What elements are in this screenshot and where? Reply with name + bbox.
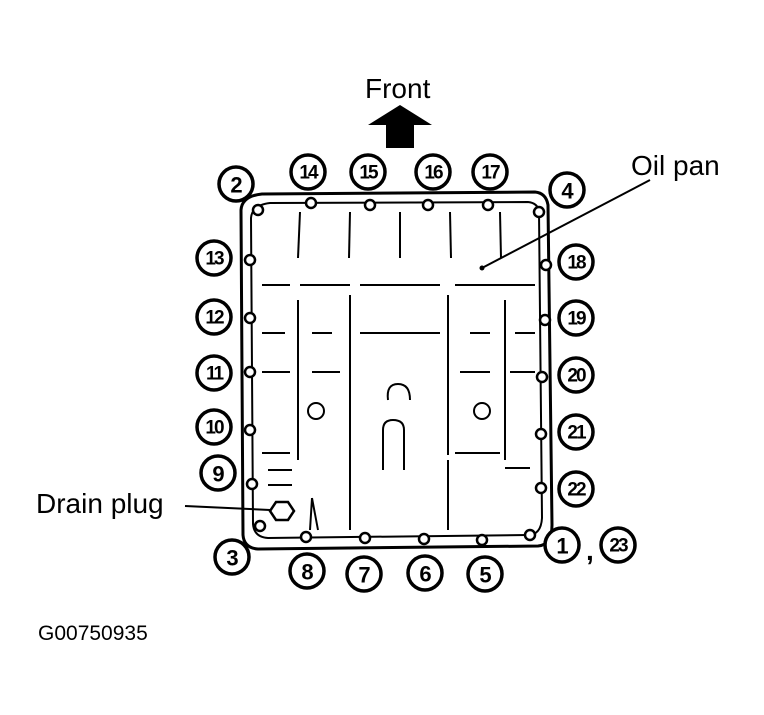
bolt-callout-20: 20 xyxy=(557,356,595,394)
drain-plug-label: Drain plug xyxy=(36,488,164,519)
svg-text:20: 20 xyxy=(567,366,586,387)
bolt-hole-18 xyxy=(539,258,553,272)
svg-text:11: 11 xyxy=(206,364,225,385)
bolt-hole-9 xyxy=(245,477,259,491)
bolt-hole-6 xyxy=(417,532,431,546)
bolt-callout-6: 6 xyxy=(406,554,444,592)
bolt-callout-9: 9 xyxy=(199,454,237,492)
bolt-callout-12: 12 xyxy=(195,298,233,336)
bolt-callout-8: 8 xyxy=(288,552,326,590)
bolt-hole-22 xyxy=(534,481,548,495)
svg-text:8: 8 xyxy=(301,560,313,585)
svg-text:22: 22 xyxy=(567,480,586,501)
oil-pan-ribs xyxy=(262,211,535,531)
bolt-hole-7 xyxy=(358,531,372,545)
bolt-holes xyxy=(243,196,553,547)
bolt-callout-7: 7 xyxy=(345,555,383,593)
svg-text:12: 12 xyxy=(205,308,224,329)
bolt-hole-12 xyxy=(243,311,257,325)
svg-text:19: 19 xyxy=(567,309,586,330)
svg-text:23: 23 xyxy=(609,536,628,557)
bolt-hole-5 xyxy=(475,533,489,547)
figure-code: G00750935 xyxy=(38,622,148,645)
bolt-hole-11 xyxy=(243,365,257,379)
bolt-hole-19 xyxy=(538,313,552,327)
svg-text:6: 6 xyxy=(419,562,431,587)
oil-pan-label: Oil pan xyxy=(631,150,720,181)
oil-pan-outline xyxy=(239,190,554,551)
bolt-hole-17 xyxy=(481,198,495,212)
svg-text:5: 5 xyxy=(479,563,491,588)
bolt-hole-2 xyxy=(251,203,265,217)
svg-text:17: 17 xyxy=(481,163,500,184)
bolt-callout-1: 1 xyxy=(543,526,581,564)
bolt-callouts: 2 14 15 16 17 4 13 12 11 10 9 3 8 7 6 5 … xyxy=(195,153,637,593)
bolt-hole-3 xyxy=(253,519,267,533)
svg-text:9: 9 xyxy=(212,462,224,487)
svg-text:16: 16 xyxy=(424,163,443,184)
bolt-callout-4: 4 xyxy=(548,171,586,209)
bolt-callout-18: 18 xyxy=(557,243,595,281)
bolt-hole-21 xyxy=(534,427,548,441)
drain-plug-leader xyxy=(184,505,271,511)
svg-text:21: 21 xyxy=(567,423,587,444)
bolt-hole-13 xyxy=(243,253,257,267)
bolt-callout-10: 10 xyxy=(195,408,233,446)
bolt-callout-11: 11 xyxy=(195,354,233,392)
svg-text:10: 10 xyxy=(205,418,224,439)
bolt-callout-23: 23 xyxy=(599,526,637,564)
svg-text:3: 3 xyxy=(226,546,238,571)
bolt-callout-21: 21 xyxy=(557,413,595,451)
bolt-callout-14: 14 xyxy=(289,153,327,191)
oil-pan-leader xyxy=(481,179,651,269)
svg-text:2: 2 xyxy=(230,173,242,198)
bolt-callout-3: 3 xyxy=(213,538,251,576)
svg-text:15: 15 xyxy=(359,163,379,184)
bolt-callout-15: 15 xyxy=(349,153,387,191)
callout-comma: , xyxy=(586,535,594,566)
bolt-callout-5: 5 xyxy=(466,555,504,593)
bolt-hole-1 xyxy=(523,528,537,542)
svg-text:1: 1 xyxy=(556,534,568,559)
front-arrow-icon xyxy=(368,105,432,148)
bolt-callout-17: 17 xyxy=(471,153,509,191)
oil-pan-inner-outline xyxy=(249,200,544,540)
bolt-hole-16 xyxy=(421,198,435,212)
svg-text:13: 13 xyxy=(205,249,224,270)
bolt-hole-20 xyxy=(535,370,549,384)
bolt-hole-8 xyxy=(299,530,313,544)
oil-pan-leader-dot xyxy=(479,265,485,271)
svg-text:18: 18 xyxy=(567,253,586,274)
svg-text:7: 7 xyxy=(358,563,370,588)
oil-pan-boss-left xyxy=(307,402,325,420)
bolt-callout-13: 13 xyxy=(195,239,233,277)
bolt-hole-10 xyxy=(243,423,257,437)
bolt-callout-2: 2 xyxy=(217,165,255,203)
svg-text:4: 4 xyxy=(561,179,574,204)
oil-pan-boss-right xyxy=(473,402,491,420)
bolt-callout-19: 19 xyxy=(557,299,595,337)
drain-plug-icon xyxy=(268,500,296,522)
bolt-hole-14 xyxy=(304,196,318,210)
svg-text:14: 14 xyxy=(299,163,319,184)
bolt-hole-4 xyxy=(532,205,546,219)
front-label: Front xyxy=(365,73,431,104)
bolt-callout-16: 16 xyxy=(414,153,452,191)
bolt-hole-15 xyxy=(363,198,377,212)
bolt-callout-22: 22 xyxy=(557,470,595,508)
